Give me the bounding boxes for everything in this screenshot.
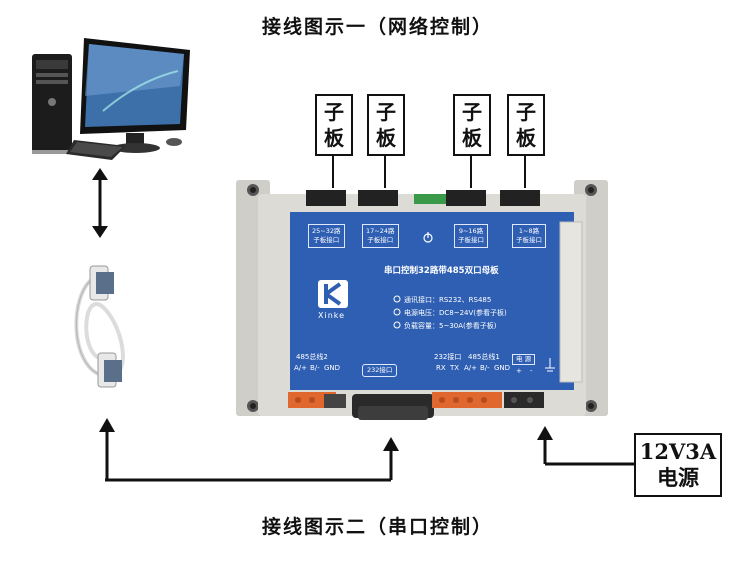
port-label-9-16: 9~16路子板接口 [454, 224, 488, 248]
computer-icon [32, 38, 190, 160]
spec-interface: 通讯接口：RS232、RS485 [404, 296, 492, 304]
sub-board-2-label-line1: 子 [376, 100, 396, 124]
bottom-title: 接线图示二（串口控制） [262, 516, 494, 538]
sub-board-1: 子 板 [315, 94, 353, 156]
serial-cable-icon [74, 265, 125, 388]
board-enclosure [236, 180, 608, 420]
power-supply-rating: 12V3A [639, 439, 717, 464]
power-supply-label: 电源 [657, 465, 699, 490]
sub-board-2-label-line2: 板 [376, 126, 396, 150]
bus2-pin-gnd: GND [324, 364, 341, 372]
sub-board-1-label-line2: 板 [324, 126, 344, 150]
sub-board-4-label-line1: 子 [516, 100, 536, 124]
sub-board-3-label-line1: 子 [462, 100, 482, 124]
pin-tx: TX [450, 364, 460, 372]
board-title: 串口控制32路带485双口母板 [384, 266, 499, 276]
power-label: 电 源 [512, 354, 536, 365]
spec-load: 负载容量：5~30A(参看子板) [404, 322, 497, 330]
pin-a: A/+ [464, 364, 478, 372]
sub-board-4-label-line2: 板 [516, 126, 536, 150]
pin-b: B/- [480, 364, 490, 372]
bus2-pin-a: A/+ [294, 364, 308, 372]
sub-board-3-label-line2: 板 [462, 126, 482, 150]
rs232-label: 232接口 [362, 364, 398, 377]
power-pin-minus: - [530, 367, 533, 375]
rs232-header: 232接口 [434, 353, 462, 361]
sub-board-3: 子 板 [453, 94, 491, 156]
power-supply: 12V3A 电源 [634, 433, 722, 497]
sub-board-4: 子 板 [507, 94, 545, 156]
pin-gnd: GND [494, 364, 511, 372]
power-pin-plus: + [516, 367, 522, 375]
port-label-17-24: 17~24路子板接口 [362, 224, 399, 248]
top-title: 接线图示一（网络控制） [262, 16, 494, 38]
bus2-label: 485总线2 [296, 353, 328, 361]
controller-board: 25~32路子板接口 17~24路子板接口 9~16路子板接口 1~8路子板接口… [232, 180, 612, 420]
port-label-25-32: 25~32路子板接口 [308, 224, 345, 248]
spec-voltage: 电源电压：DC8~24V(参看子板) [404, 309, 507, 317]
bidirectional-arrow-icon [92, 168, 108, 238]
sub-board-1-label-line1: 子 [324, 100, 344, 124]
sub-board-2: 子 板 [367, 94, 405, 156]
bus2-pin-b: B/- [310, 364, 320, 372]
port-label-1-8: 1~8路子板接口 [512, 224, 546, 248]
brand-name: Xinke [318, 311, 346, 320]
bus1-label: 485总线1 [468, 353, 500, 361]
pin-rx: RX [436, 364, 446, 372]
